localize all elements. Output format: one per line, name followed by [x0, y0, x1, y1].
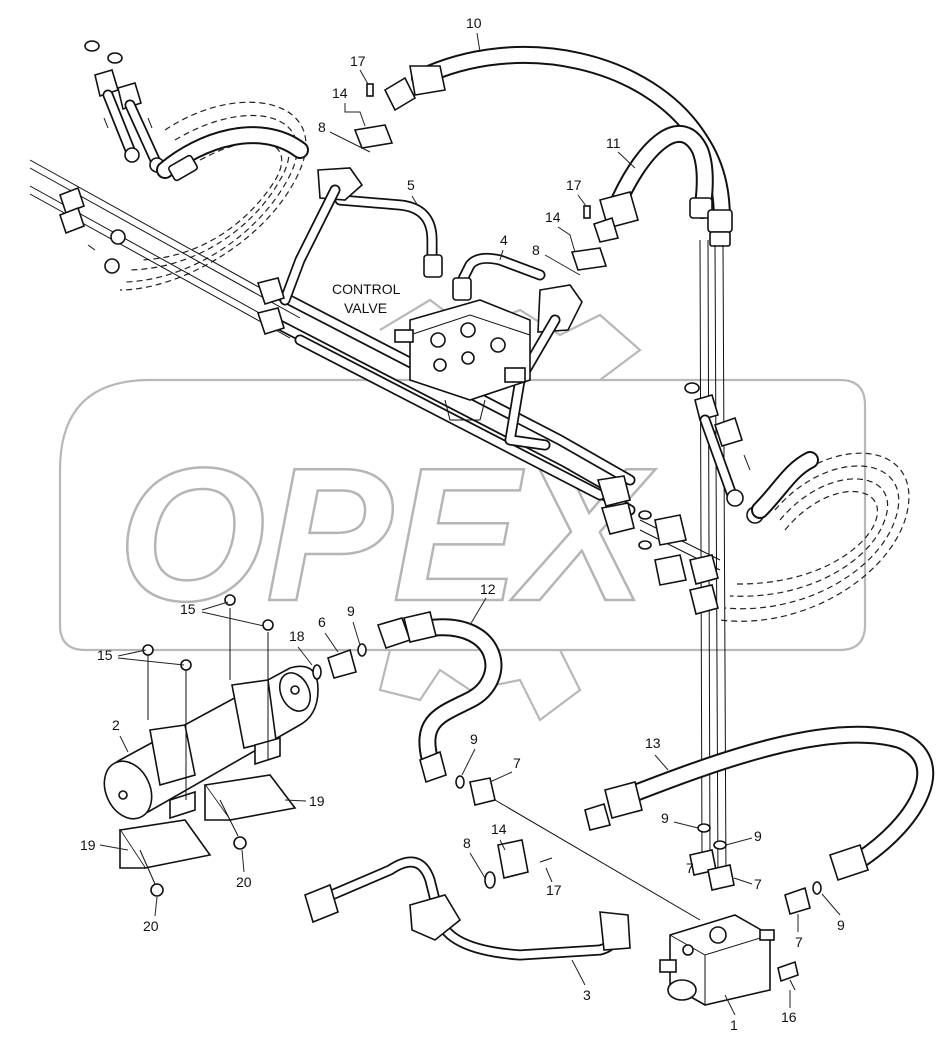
callout-3: 3 [583, 987, 591, 1003]
callout-13: 13 [645, 735, 661, 751]
callout-9c: 9 [661, 810, 669, 826]
hose-12 [312, 611, 701, 921]
callout-11: 11 [606, 135, 621, 151]
callout-8a: 8 [318, 119, 326, 135]
accumulator-assembly [103, 594, 319, 897]
callout-15a: 15 [180, 601, 196, 617]
callout-17a: 17 [350, 53, 366, 69]
callout-7b: 7 [686, 860, 694, 876]
callout-20a: 20 [236, 874, 252, 890]
watermark-text: OPEX [118, 429, 656, 641]
callout-19b: 19 [309, 793, 325, 809]
callout-19a: 19 [80, 837, 96, 853]
callout-15b: 15 [97, 647, 113, 663]
callout-20b: 20 [143, 918, 159, 934]
callout-7d: 7 [795, 934, 803, 950]
watermark: OPEX [58, 298, 867, 722]
callout-12: 12 [480, 581, 496, 597]
callouts: 1 2 3 4 5 6 7 7 7 7 8 8 8 9 9 9 9 9 [80, 15, 845, 1033]
callout-7c: 7 [754, 876, 762, 892]
callout-18: 18 [289, 628, 305, 644]
callout-16: 16 [781, 1009, 797, 1025]
callout-5: 5 [407, 177, 415, 193]
callout-9e: 9 [837, 917, 845, 933]
callout-7a: 7 [513, 755, 521, 771]
pipe-3-assembly [304, 839, 631, 961]
hose-10-11 [353, 45, 733, 881]
callout-2: 2 [112, 717, 120, 733]
callout-17b: 17 [566, 177, 582, 193]
callout-9d: 9 [754, 828, 762, 844]
dashed-hose-right [719, 452, 910, 622]
right-fittings [638, 382, 819, 615]
callout-8b: 8 [532, 242, 540, 258]
control-valve-assembly: CONTROL VALVE [256, 167, 635, 535]
upper-left-fittings [59, 40, 309, 274]
callout-6: 6 [318, 614, 326, 630]
callout-14c: 14 [491, 821, 507, 837]
callout-10: 10 [466, 15, 482, 31]
callout-9a: 9 [347, 603, 355, 619]
callout-8c: 8 [463, 835, 471, 851]
callout-4: 4 [500, 232, 508, 248]
valve-body-1 [659, 823, 811, 1006]
callout-1: 1 [730, 1017, 738, 1033]
control-valve-label-line1: CONTROL [332, 281, 401, 297]
callout-14b: 14 [545, 209, 561, 225]
callout-9b: 9 [470, 731, 478, 747]
hose-13 [584, 725, 935, 895]
callout-17c: 17 [546, 882, 562, 898]
control-valve-label-line2: VALVE [344, 300, 387, 316]
callout-14a: 14 [332, 85, 348, 101]
